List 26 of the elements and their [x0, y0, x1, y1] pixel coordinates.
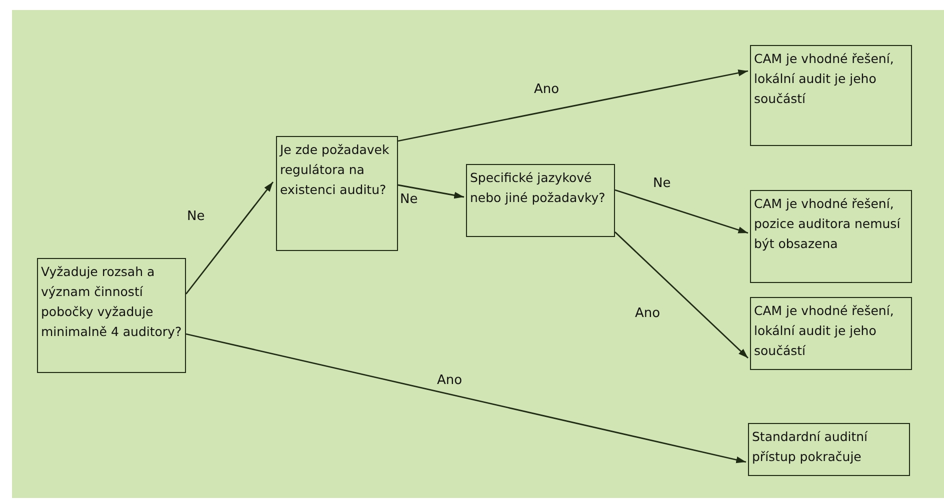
- box-text: CAM je vhodné řešení, pozice auditora nemusí být obsazena: [754, 195, 902, 253]
- box-text: Je zde požadavek regulátora na existenci auditu?: [280, 141, 390, 199]
- flow-box: [276, 136, 398, 251]
- edge-label: Ano: [534, 82, 560, 97]
- flow-box: [37, 258, 186, 373]
- edge-label: Ano: [437, 373, 462, 388]
- arrow: [185, 182, 274, 294]
- flow-box: [750, 297, 912, 370]
- flow-box: [466, 164, 615, 237]
- edge-label: Ano: [635, 306, 660, 321]
- box-text: Vyžaduje rozsah a význam činností pobočky vyžaduje minimalně 4 auditory?: [41, 263, 182, 341]
- flow-box: [748, 423, 910, 476]
- box-text: CAM je vhodné řešení, lokální audit je jeho součástí: [754, 302, 895, 360]
- edge-label: Ne: [400, 192, 418, 207]
- box-text: Standardní auditní přístup pokračuje: [752, 428, 869, 466]
- edge-label: Ne: [187, 209, 205, 224]
- arrow: [614, 189, 748, 234]
- arrow: [398, 184, 464, 199]
- arrow: [614, 232, 748, 358]
- box-text: CAM je vhodné řešení, lokální audit je jeho součástí: [754, 50, 895, 108]
- arrow: [398, 70, 748, 142]
- box-text: Specifické jazykové nebo jiné požadavky?: [470, 169, 606, 207]
- arrow: [186, 333, 746, 464]
- flow-box: [750, 45, 912, 146]
- edge-label: Ne: [653, 176, 671, 191]
- flow-box: [750, 190, 912, 283]
